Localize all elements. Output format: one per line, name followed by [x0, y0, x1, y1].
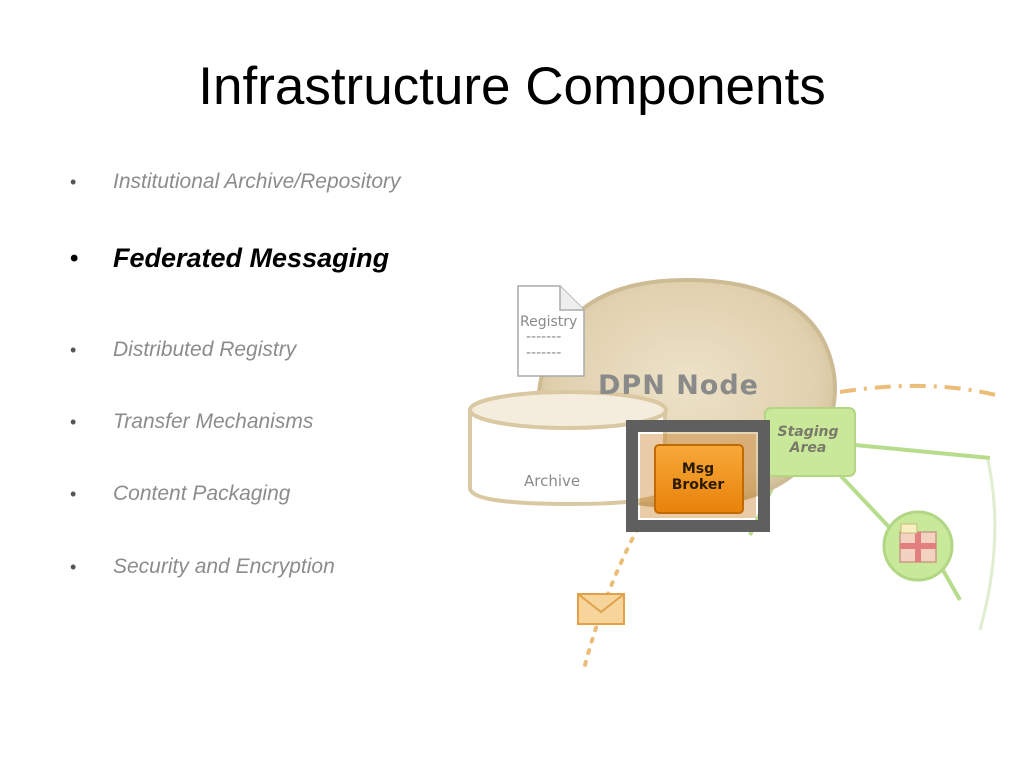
bullet-label: Security and Encryption	[113, 555, 335, 578]
bullet-content-packaging: • Content Packaging	[70, 482, 290, 506]
bullet-marker: •	[70, 411, 77, 432]
msg-broker-label: Msg Broker	[656, 461, 740, 493]
archive-label: Archive	[524, 472, 581, 490]
staging-area-label: Staging Area	[772, 424, 844, 456]
registry-line: -------	[526, 345, 562, 361]
bullet-marker: •	[70, 171, 77, 192]
registry-document-icon	[517, 285, 585, 377]
green-link-right	[854, 443, 991, 460]
bullet-marker: •	[70, 556, 77, 577]
package-icon	[882, 510, 954, 582]
dpn-node-diagram: DPN Node Registry ------- ------- Archiv…	[460, 270, 1020, 690]
bullet-label: Federated Messaging	[113, 243, 390, 273]
green-arc-right	[978, 459, 997, 631]
bullet-label: Distributed Registry	[113, 338, 297, 361]
bullet-label: Transfer Mechanisms	[113, 410, 314, 433]
green-link-package	[838, 473, 892, 530]
bullet-marker: •	[70, 339, 77, 360]
bullet-transfer-mechanisms: • Transfer Mechanisms	[70, 410, 313, 434]
broker-frame	[626, 420, 770, 532]
bullet-federated-messaging: • Federated Messaging	[70, 243, 389, 274]
registry-label: Registry ------- -------	[520, 314, 577, 362]
bullet-distributed-registry: • Distributed Registry	[70, 338, 296, 362]
bullet-security-encryption: • Security and Encryption	[70, 555, 335, 579]
bullet-label: Institutional Archive/Repository	[113, 170, 401, 193]
envelope-icon	[577, 593, 625, 625]
orange-link-arc	[839, 383, 1001, 398]
staging-line: Staging	[777, 424, 839, 440]
dpn-node-label: DPN Node	[598, 370, 759, 401]
diagram-graphic	[468, 277, 1001, 667]
staging-line: Area	[789, 440, 827, 457]
bullet-institutional-archive: • Institutional Archive/Repository	[70, 170, 401, 194]
bullet-list: • Institutional Archive/Repository • Fed…	[70, 0, 490, 768]
registry-line: -------	[526, 329, 562, 345]
bullet-label: Content Packaging	[113, 482, 291, 505]
broker-box	[654, 444, 744, 514]
archive-cylinder-icon	[468, 390, 668, 507]
broker-line: Msg	[681, 461, 715, 477]
bullet-marker: •	[70, 244, 79, 272]
bullet-marker: •	[70, 483, 77, 504]
registry-title: Registry	[520, 314, 578, 330]
slide-title: Infrastructure Components	[198, 57, 826, 116]
broker-line: Broker	[671, 477, 725, 494]
